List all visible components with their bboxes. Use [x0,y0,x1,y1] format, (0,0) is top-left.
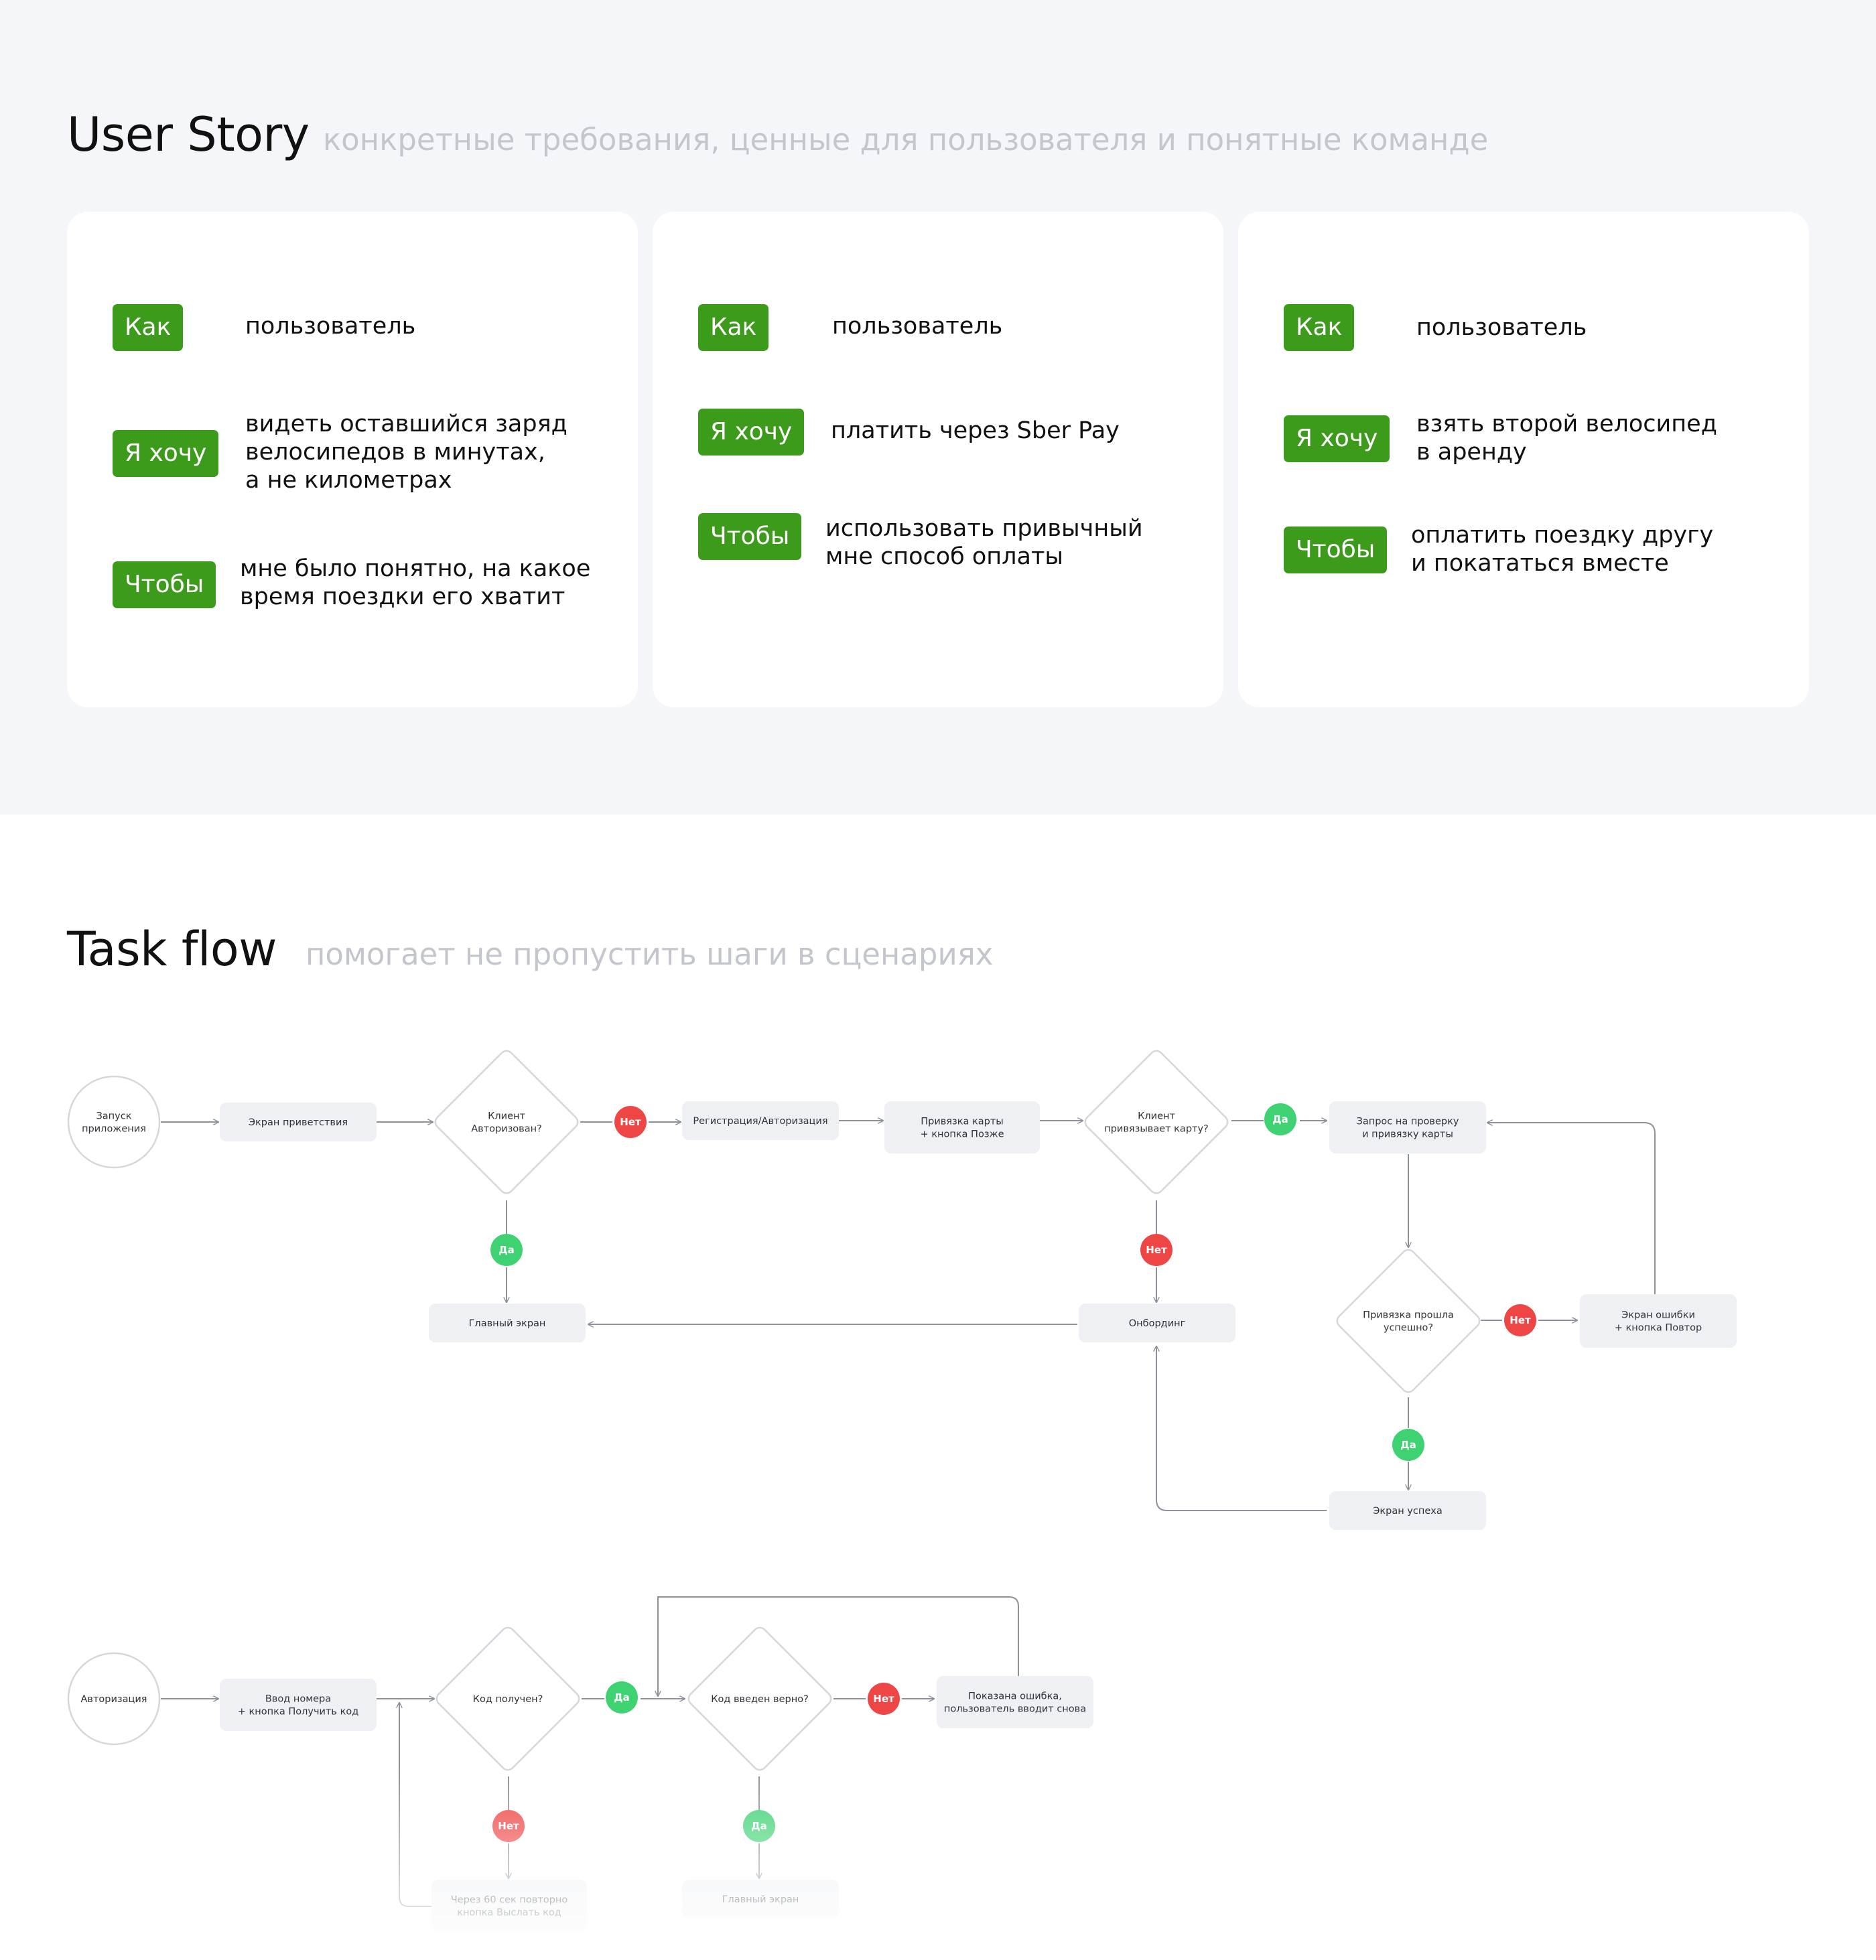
story-text-so-that: оплатить поездку другу и покататься вмес… [1411,522,1714,577]
node-success-screen: Экран успеха [1329,1491,1486,1530]
node-error-shown: Показана ошибка,пользователь вводит снов… [937,1676,1093,1728]
node-label: Нет [873,1693,894,1705]
user-story-title: User Story [67,107,310,162]
badge-no-f2-1: Нет [868,1683,900,1715]
tag-so-that: Чтобы [113,561,216,608]
story-card-1: Как пользователь Я хочу видеть оставшийс… [67,212,638,707]
story-card-3: Как пользователь Я хочу взять второй вел… [1238,212,1809,707]
badge-yes-2: Да [490,1234,523,1266]
tag-i-want: Я хочу [113,430,219,477]
node-label: Нет [1146,1244,1167,1256]
node-main-screen: Главный экран [429,1304,586,1342]
node-label: Онбординг [1129,1318,1185,1329]
tag-i-want: Я хочу [698,409,805,456]
node-authorization: Авторизация [67,1652,161,1746]
node-label: Нет [620,1116,641,1128]
story-card-2: Как пользователь Я хочу платить через Sb… [653,212,1223,707]
node-label: Авторизация [80,1694,147,1705]
user-story-section: User Story конкретные требования, ценные… [0,0,1876,815]
node-label: Нет [1510,1314,1531,1326]
node-label: Привязка карты+ кнопка Позже [920,1117,1004,1140]
edge-error-request [1487,1123,1656,1294]
node-label: Экран ошибки+ кнопка Повтор [1615,1310,1702,1334]
edge-error-loop [658,1596,1019,1696]
node-onboarding: Онбординг [1079,1304,1235,1342]
node-label: Да [498,1244,514,1256]
node-label: Да [1400,1439,1416,1451]
tag-as: Как [113,304,184,351]
badge-yes-f2-1: Да [606,1681,638,1713]
story-text-i-want: платить через Sber Pay [831,417,1120,444]
node-label: Код введен верно? [711,1694,809,1705]
flow1-edges [161,1121,1656,1511]
node-welcome-screen: Экран приветствия [220,1103,377,1141]
badge-no-1: Нет [614,1106,647,1138]
node-label: Главный экран [469,1318,546,1329]
node-register-auth: Регистрация/Авторизация [682,1101,839,1140]
bottom-fade [0,1768,1876,1960]
decision-code-correct: Код введен верно? [687,1626,832,1771]
node-error-screen: Экран ошибки+ кнопка Повтор [1580,1294,1737,1348]
task-flow-subtitle: помогает не пропустить шаги в сценариях [306,936,994,972]
node-label: Экран успеха [1373,1506,1442,1517]
node-label: Экран приветствия [249,1117,348,1128]
badge-no-3: Нет [1504,1304,1536,1336]
node-label: Регистрация/Авторизация [693,1116,827,1127]
tag-so-that: Чтобы [698,513,802,560]
story-text-as: пользователь [832,313,1003,340]
tag-so-that: Чтобы [1284,527,1388,573]
badge-yes-1: Да [1264,1103,1296,1135]
story-text-as: пользователь [1416,314,1587,341]
badge-yes-3: Да [1392,1429,1424,1461]
story-text-i-want: видеть оставшийся заряд велосипедов в ми… [245,411,567,494]
node-label: Показана ошибка,пользователь вводит снов… [944,1691,1086,1715]
task-flow-title: Task flow [67,922,277,977]
node-enter-number: Ввод номера+ кнопка Получить код [220,1679,377,1731]
story-text-so-that: использовать привычный мне способ оплаты [825,515,1143,570]
node-label: Ввод номера+ кнопка Получить код [238,1694,358,1718]
story-text-as: пользователь [245,313,416,340]
node-bind-card: Привязка карты+ кнопка Позже [884,1101,1040,1153]
node-label: Да [1272,1113,1288,1125]
story-text-so-that: мне было понятно, на какое время поездки… [240,555,591,610]
decision-code-received: Код получен? [436,1626,580,1771]
node-label: Да [614,1691,629,1703]
user-story-subtitle: конкретные требования, ценные для пользо… [323,122,1489,157]
story-text-i-want: взять второй велосипед в аренду [1416,411,1717,466]
node-label: Код получен? [473,1694,543,1705]
tag-i-want: Я хочу [1284,415,1390,462]
tag-as: Как [1284,304,1355,351]
edge-success-onboarding [1156,1346,1327,1511]
badge-no-2: Нет [1140,1234,1172,1266]
tag-as: Как [698,304,769,351]
